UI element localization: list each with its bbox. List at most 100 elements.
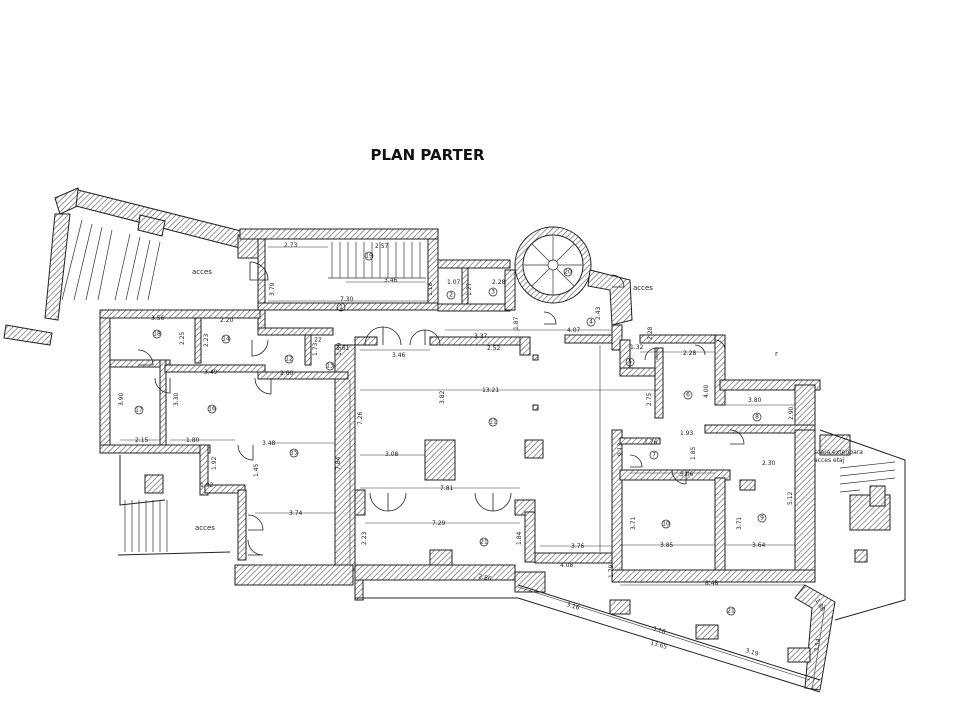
svg-text:10: 10 bbox=[662, 521, 670, 528]
svg-text:7.26: 7.26 bbox=[357, 411, 364, 425]
svg-text:7: 7 bbox=[652, 452, 656, 459]
room-6: 6 bbox=[683, 390, 693, 400]
svg-text:22: 22 bbox=[314, 337, 322, 344]
room-18: 18 bbox=[152, 329, 162, 339]
svg-text:8.48: 8.48 bbox=[705, 580, 719, 587]
room-22: 22 bbox=[314, 337, 322, 344]
svg-text:3: 3 bbox=[491, 289, 495, 296]
svg-text:15: 15 bbox=[290, 450, 298, 457]
svg-text:4: 4 bbox=[589, 319, 593, 326]
svg-text:14: 14 bbox=[222, 336, 230, 343]
svg-text:3.19: 3.19 bbox=[744, 647, 759, 658]
svg-text:2.23: 2.23 bbox=[203, 333, 210, 347]
svg-text:2.52: 2.52 bbox=[487, 345, 501, 352]
svg-text:17: 17 bbox=[135, 407, 143, 414]
svg-text:2.20: 2.20 bbox=[220, 317, 234, 324]
svg-text:3.54: 3.54 bbox=[813, 638, 822, 653]
room-9: 9 bbox=[757, 513, 767, 523]
svg-text:3.48: 3.48 bbox=[262, 440, 276, 447]
room-3: 3 bbox=[488, 287, 498, 297]
svg-text:3.30: 3.30 bbox=[173, 392, 180, 406]
svg-text:3.85: 3.85 bbox=[660, 542, 674, 549]
svg-text:1.79: 1.79 bbox=[608, 564, 615, 578]
svg-text:3.49: 3.49 bbox=[204, 369, 218, 376]
svg-text:1.93: 1.93 bbox=[680, 430, 694, 437]
exterior-stair-note-1: scara exterioara bbox=[814, 449, 863, 456]
dimension-lines bbox=[115, 246, 826, 691]
room-5: 5 bbox=[625, 357, 635, 367]
svg-text:6: 6 bbox=[686, 392, 690, 399]
svg-text:1.92: 1.92 bbox=[200, 482, 214, 489]
svg-text:1.61: 1.61 bbox=[336, 345, 350, 352]
svg-text:19: 19 bbox=[365, 253, 373, 260]
svg-text:3.76: 3.76 bbox=[571, 543, 585, 550]
svg-text:1.87: 1.87 bbox=[513, 316, 520, 330]
room-numbers: 1 2 3 4 5 6 7 8 9 10 11 12 13 14 15 16 1… bbox=[134, 251, 767, 616]
corner-mark: r bbox=[775, 350, 778, 358]
svg-text:3.56: 3.56 bbox=[151, 315, 165, 322]
svg-text:1: 1 bbox=[339, 304, 343, 311]
svg-text:3.18: 3.18 bbox=[651, 625, 666, 636]
svg-text:4.00: 4.00 bbox=[703, 384, 710, 398]
svg-text:7.81: 7.81 bbox=[440, 485, 454, 492]
svg-text:1.84: 1.84 bbox=[516, 531, 523, 545]
svg-text:13: 13 bbox=[326, 363, 334, 370]
svg-text:3.08: 3.08 bbox=[385, 451, 399, 458]
svg-text:11: 11 bbox=[489, 419, 497, 426]
room-21: 21 bbox=[479, 537, 489, 547]
room-10: 10 bbox=[661, 519, 671, 529]
access-label-south: acces bbox=[195, 524, 215, 532]
svg-text:5.06: 5.06 bbox=[680, 471, 694, 478]
exterior-stair-note-2: acces etaj bbox=[814, 457, 845, 464]
room-4: 4 bbox=[586, 317, 596, 327]
access-label-north: acces bbox=[192, 268, 212, 276]
svg-text:7.29: 7.29 bbox=[432, 520, 446, 527]
room-12: 12 bbox=[284, 354, 294, 364]
svg-text:1.45: 1.45 bbox=[253, 463, 260, 477]
svg-text:2.25: 2.25 bbox=[179, 331, 186, 345]
svg-text:7.30: 7.30 bbox=[340, 296, 354, 303]
svg-text:2.90: 2.90 bbox=[788, 406, 795, 420]
svg-text:21: 21 bbox=[480, 539, 488, 546]
svg-text:3.16: 3.16 bbox=[565, 601, 580, 612]
svg-text:7.84: 7.84 bbox=[335, 456, 342, 470]
svg-text:2.28: 2.28 bbox=[492, 279, 506, 286]
room-7: 7 bbox=[649, 450, 659, 460]
room-19: 19 bbox=[364, 251, 374, 261]
svg-text:1.85: 1.85 bbox=[690, 446, 697, 460]
svg-text:4.08: 4.08 bbox=[560, 562, 574, 569]
svg-text:20: 20 bbox=[564, 269, 572, 276]
svg-text:3.71: 3.71 bbox=[630, 516, 637, 530]
svg-text:3.90: 3.90 bbox=[118, 392, 125, 406]
svg-text:1.27: 1.27 bbox=[466, 282, 473, 296]
svg-text:12: 12 bbox=[285, 356, 293, 363]
room-17: 17 bbox=[134, 405, 144, 415]
room-8: 8 bbox=[752, 412, 762, 422]
room-13: 13 bbox=[325, 361, 335, 371]
room-21-terrace: 21 bbox=[726, 606, 736, 616]
svg-text:1.92: 1.92 bbox=[211, 456, 218, 470]
svg-text:1.18: 1.18 bbox=[427, 282, 434, 296]
svg-text:5.12: 5.12 bbox=[787, 491, 794, 505]
svg-text:2.15: 2.15 bbox=[135, 437, 149, 444]
terrace-outline bbox=[117, 429, 906, 693]
svg-text:2.43: 2.43 bbox=[595, 306, 602, 320]
svg-text:2.73: 2.73 bbox=[284, 242, 298, 249]
svg-text:3.71: 3.71 bbox=[736, 516, 743, 530]
svg-text:8: 8 bbox=[755, 414, 759, 421]
plan-title: PLAN PARTER bbox=[370, 146, 485, 164]
svg-text:3.79: 3.79 bbox=[269, 282, 276, 296]
svg-text:1.32: 1.32 bbox=[630, 344, 644, 351]
room-2: 2 bbox=[446, 290, 456, 300]
labels: acces acces acces scara exterioara acces… bbox=[192, 268, 863, 532]
svg-text:2.75: 2.75 bbox=[646, 392, 653, 406]
svg-text:3.64: 3.64 bbox=[752, 542, 766, 549]
svg-text:4.07: 4.07 bbox=[567, 327, 581, 334]
room-1: 1 bbox=[336, 302, 346, 312]
svg-text:3.82: 3.82 bbox=[439, 390, 446, 404]
svg-text:13.65: 13.65 bbox=[649, 639, 668, 651]
svg-text:1.39: 1.39 bbox=[336, 342, 343, 356]
svg-text:2.28: 2.28 bbox=[683, 350, 697, 357]
svg-text:2.30: 2.30 bbox=[762, 460, 776, 467]
